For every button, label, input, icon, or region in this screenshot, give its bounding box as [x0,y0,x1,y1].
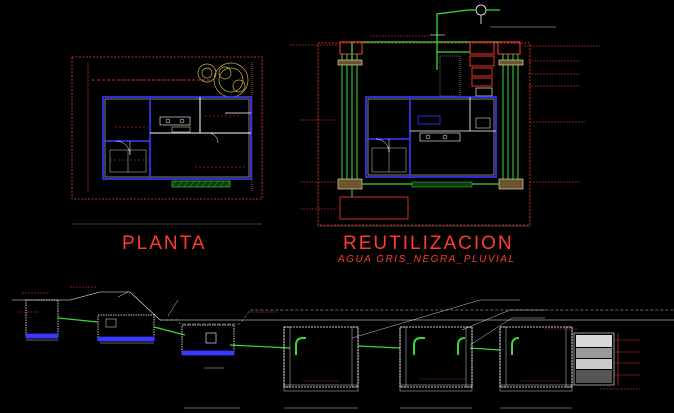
section-chamber-3 [181,324,235,356]
ground-profile-line [12,291,674,321]
right-vertical-pipes [502,54,519,184]
tank-box-top-right [497,41,521,55]
tank-box-bottom-right [498,178,524,190]
tank-box-top-left [339,41,363,55]
planta-small-annotations [110,79,245,168]
section-tank-2 [399,326,473,392]
house-outer-wall [102,96,252,180]
planta-title: PLANTA [122,233,207,254]
planta-green-strip [171,180,231,188]
planta-green-strip-reut [411,181,473,188]
tank-cap-right [498,59,524,66]
section-dimension-bars [26,339,572,409]
filter-column [573,332,640,386]
reut-house-plan [365,96,497,178]
green-supply-line [351,9,500,70]
house-plan [102,96,252,180]
section-tank-3 [499,326,573,392]
reutilizacion-title: REUTILIZACION [343,233,514,254]
left-vertical-pipes [341,54,358,184]
section-leader-lines [117,291,545,346]
storage-tank-outline [339,196,409,220]
section-tank-1 [283,326,359,392]
section-profile [12,286,674,409]
planta-frame [71,56,263,200]
planta-plan-view [71,56,263,225]
tree-symbol [197,62,249,98]
reutilizacion-scheme [290,4,600,227]
reutilizacion-frame [317,42,531,226]
section-drain-pipe [57,317,501,351]
tank-box-bottom-left [337,178,363,190]
reutilizacion-subtitle: AGUA GRIS_NEGRA_PLUVIAL [338,254,516,265]
tank-box-top-mid [469,41,495,55]
section-red-annotations [18,286,640,390]
reut-leader-lines [290,26,600,210]
tank-cap-left [337,59,363,66]
